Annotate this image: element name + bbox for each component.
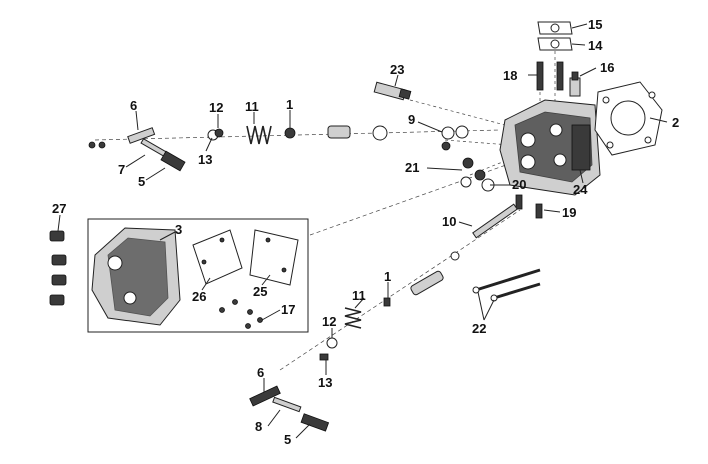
callout-1-top: 1	[286, 97, 293, 112]
callout-27: 27	[52, 201, 66, 216]
callout-14: 14	[588, 38, 603, 53]
callout-13-bottom: 13	[318, 375, 332, 390]
callout-6-bottom: 6	[257, 365, 264, 380]
intake-gaskets	[537, 21, 573, 51]
callout-10: 10	[442, 214, 456, 229]
callout-2: 2	[672, 115, 679, 130]
upper-valve-train	[88, 125, 388, 172]
callout-24: 24	[573, 182, 588, 197]
callout-25: 25	[253, 284, 267, 299]
cylinder-head-cover-inset	[87, 218, 309, 333]
callout-21: 21	[405, 160, 419, 175]
callout-6-top: 6	[130, 98, 137, 113]
valve-seals	[441, 125, 495, 192]
spark-plug	[373, 81, 412, 101]
callout-1-bottom: 1	[384, 269, 391, 284]
cover-bolts	[49, 230, 67, 306]
callout-8: 8	[255, 419, 262, 434]
callout-12-bottom: 12	[322, 314, 336, 329]
temp-sensor	[569, 71, 581, 97]
callout-11-bottom: 11	[352, 288, 366, 303]
callout-15: 15	[588, 17, 602, 32]
callout-16: 16	[600, 60, 614, 75]
callout-19: 19	[562, 205, 576, 220]
leader-lines	[57, 23, 668, 439]
callout-9: 9	[408, 112, 415, 127]
callout-5-top: 5	[138, 174, 145, 189]
push-rods	[472, 268, 541, 302]
callout-labels: 1 2 3 5 6 7 13 12 11 9 15 14 16 18 23 21…	[52, 17, 679, 447]
callout-20: 20	[512, 177, 526, 192]
cylinder-head	[499, 99, 601, 196]
callout-11-top: 11	[245, 99, 259, 114]
stud-bolt	[536, 61, 564, 91]
callout-23: 23	[390, 62, 404, 77]
callout-5-bottom: 5	[284, 432, 291, 447]
callout-13-top: 13	[198, 152, 212, 167]
callout-3: 3	[175, 222, 182, 237]
callout-26: 26	[192, 289, 206, 304]
dowel-pins	[515, 194, 543, 219]
callout-17: 17	[281, 302, 295, 317]
head-gasket	[594, 81, 663, 156]
callout-7: 7	[118, 162, 125, 177]
callout-12-top: 12	[209, 100, 223, 115]
lower-valve-train	[249, 203, 518, 432]
callout-22: 22	[472, 321, 486, 336]
callout-18: 18	[503, 68, 517, 83]
